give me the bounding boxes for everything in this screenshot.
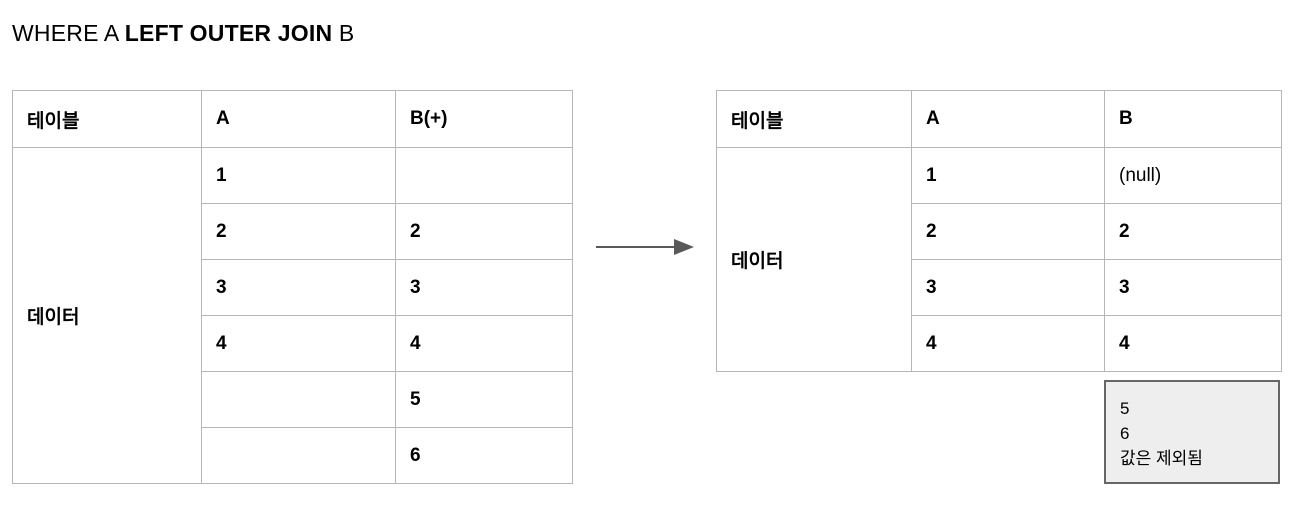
page-title: WHERE A LEFT OUTER JOIN B (12, 18, 354, 48)
cell-a: 4 (201, 315, 396, 372)
result-table: 테이블 A B 데이터 1 (null) 2 2 3 3 4 4 (716, 90, 1282, 372)
cell-b: 5 (395, 371, 573, 428)
note-line: 5 (1120, 399, 1130, 418)
header-cell-label: 테이블 (12, 90, 202, 148)
table-row: 2 2 (13, 203, 573, 260)
header-cell-label: 테이블 (716, 90, 912, 148)
header-cell-a: A (911, 90, 1105, 148)
note-line: 값은 제외됨 (1120, 449, 1203, 468)
cell-b: 4 (395, 315, 573, 372)
title-prefix: WHERE A (12, 20, 125, 46)
table-row: 데이터 1 (null) (716, 147, 1282, 372)
cell-b-null: (null) (1104, 147, 1282, 204)
header-cell-b: B (1104, 90, 1282, 148)
cell-b (395, 147, 573, 204)
table-row: 6 (13, 427, 573, 484)
cell-a: 1 (911, 147, 1105, 204)
table-row: 4 4 (13, 315, 573, 372)
table-row: 2 2 (717, 203, 1282, 260)
cell-b: 6 (395, 427, 573, 484)
cell-a: 1 (201, 147, 396, 204)
cell-b: 2 (395, 203, 573, 260)
note-line: 6 (1120, 424, 1130, 443)
table-row: 4 4 (717, 315, 1282, 372)
cell-b: 3 (395, 259, 573, 316)
arrow-right-icon (596, 232, 696, 262)
table-row: 3 3 (13, 259, 573, 316)
row-group-label: 데이터 (12, 147, 202, 484)
table-row: 5 (13, 371, 573, 428)
cell-a: 2 (911, 203, 1105, 260)
table-header-row: 테이블 A B(+) (12, 90, 573, 148)
cell-b: 2 (1104, 203, 1282, 260)
header-cell-b: B(+) (395, 90, 573, 148)
cell-b: 4 (1104, 315, 1282, 372)
cell-a: 4 (911, 315, 1105, 372)
excluded-values-note: 5 6 값은 제외됨 (1104, 380, 1280, 484)
cell-a (201, 427, 396, 484)
table-row: 데이터 1 (12, 147, 573, 484)
table-row: 3 3 (717, 259, 1282, 316)
cell-a: 2 (201, 203, 396, 260)
source-tables: 테이블 A B(+) 데이터 1 2 2 3 3 4 4 5 6 (12, 90, 573, 484)
title-emphasis: LEFT OUTER JOIN (124, 20, 333, 46)
header-cell-a: A (201, 90, 396, 148)
row-group-label: 데이터 (716, 147, 912, 372)
table-header-row: 테이블 A B (716, 90, 1282, 148)
cell-a: 3 (201, 259, 396, 316)
cell-a (201, 371, 396, 428)
cell-b: 3 (1104, 259, 1282, 316)
title-suffix: B (332, 20, 355, 46)
cell-a: 3 (911, 259, 1105, 316)
